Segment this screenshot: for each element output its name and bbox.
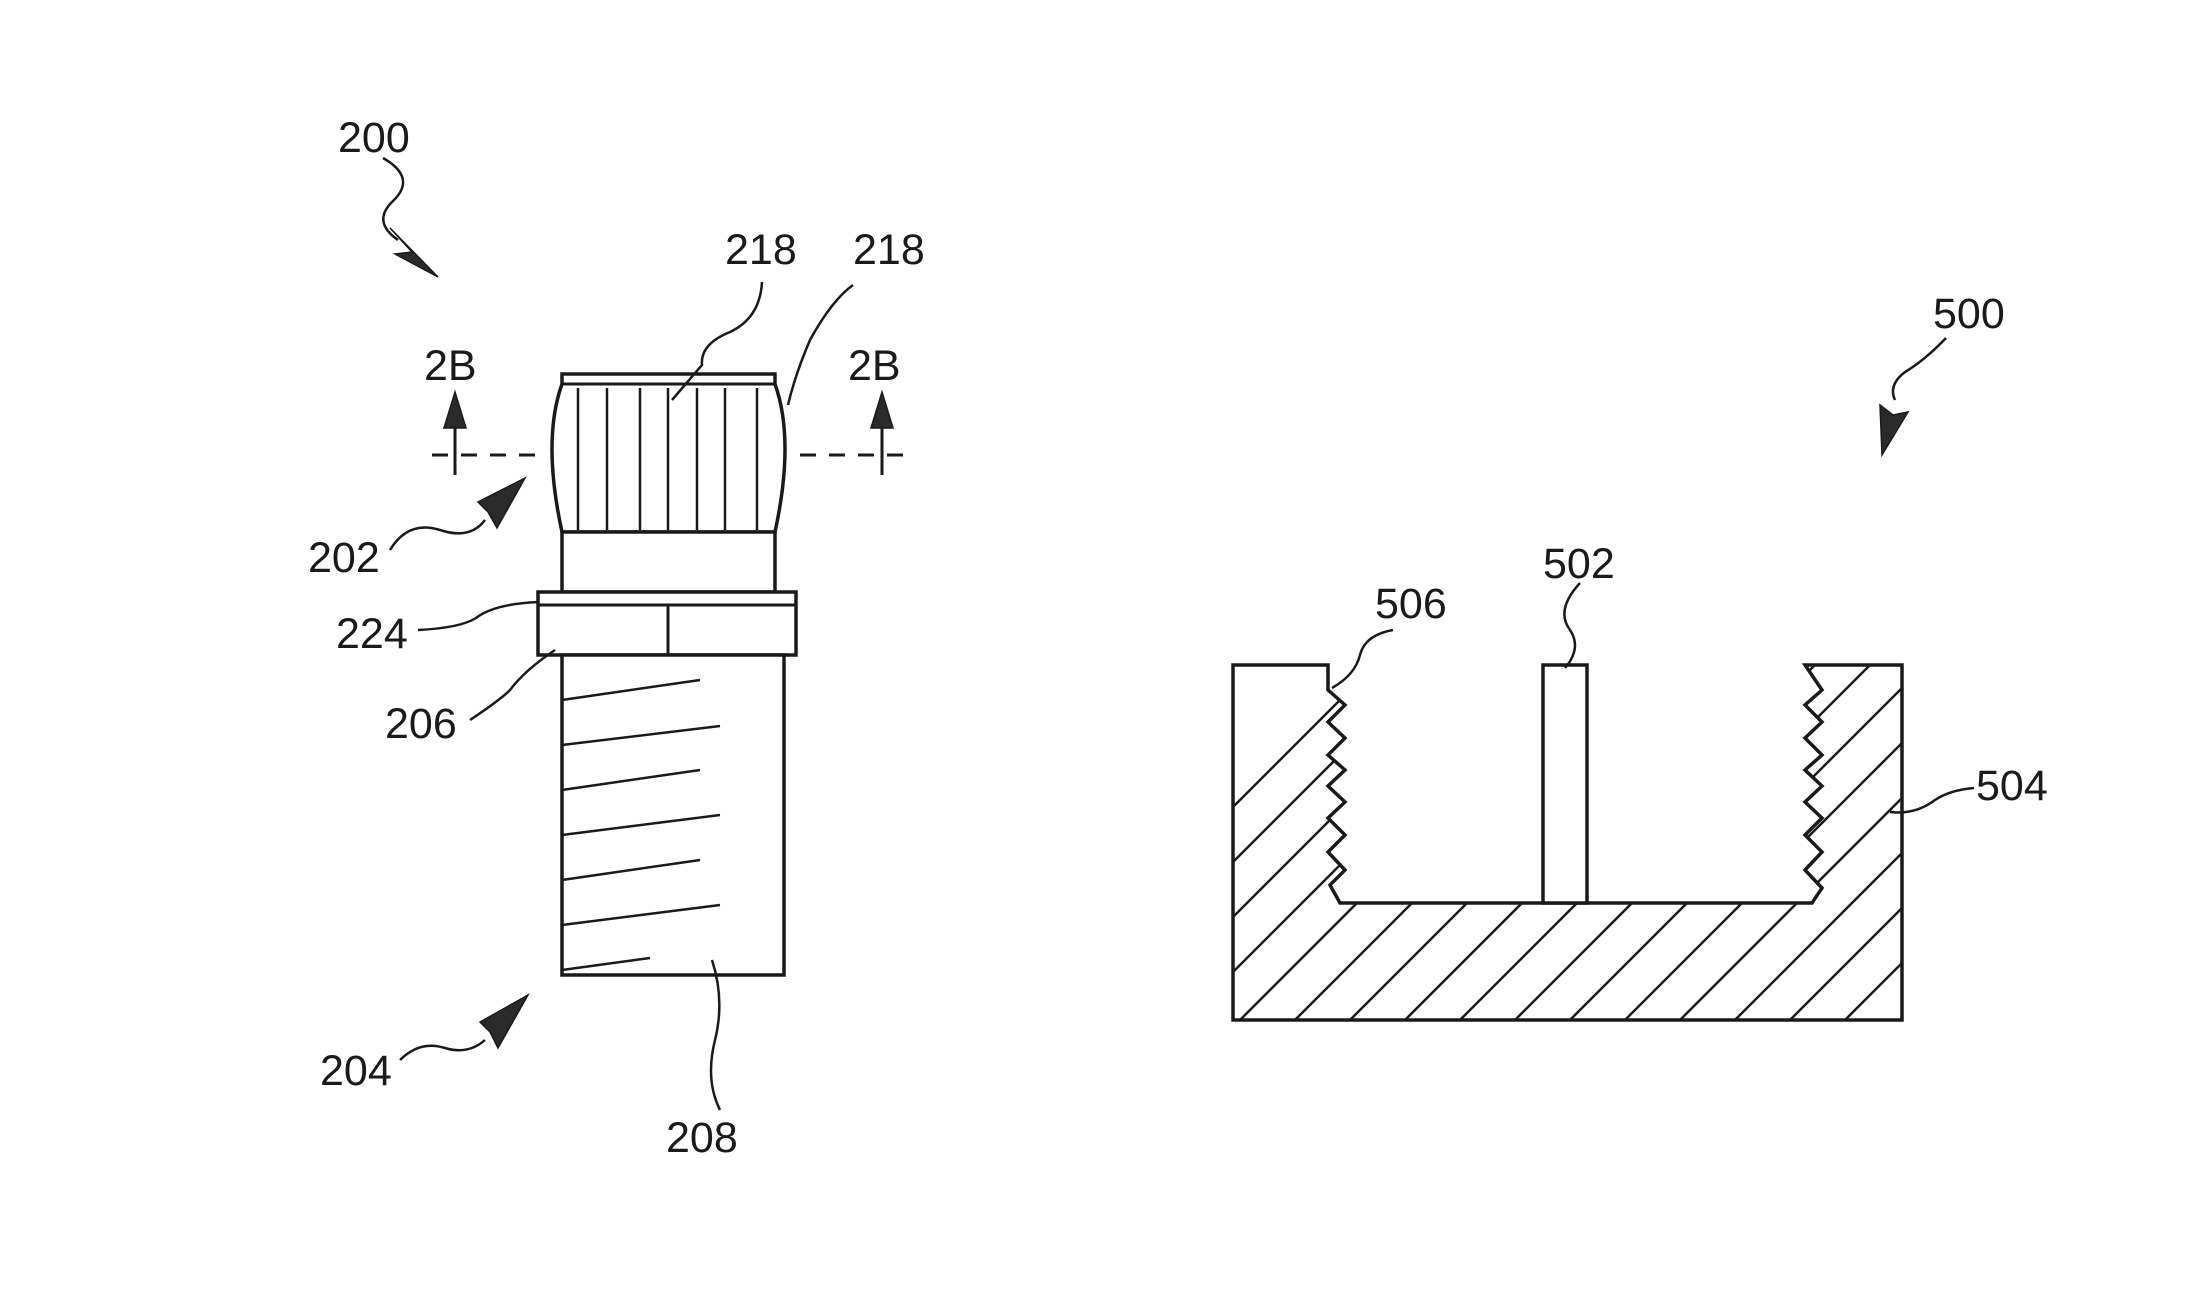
- arrow-204: [480, 995, 528, 1048]
- leader-204: [400, 1040, 485, 1060]
- ref-208: 208: [666, 1114, 738, 1162]
- section-label-2b-left: 2B: [424, 342, 477, 390]
- hatch-line: [1550, 620, 1970, 1040]
- ref-206: 206: [385, 700, 457, 748]
- flange: [538, 592, 796, 655]
- hatch-line: [1880, 620, 2203, 1040]
- arrow-500: [1880, 405, 1908, 455]
- hatch-line: [2155, 620, 2203, 1040]
- leader-202: [390, 520, 485, 550]
- housing-hatching: [1000, 620, 2203, 1040]
- hatch-line: [1110, 620, 1530, 1040]
- arrow-200: [390, 228, 438, 277]
- housing-assembly-500: 500 502 506 504: [1000, 290, 2203, 1040]
- ref-504: 504: [1976, 762, 2048, 810]
- ref-202: 202: [308, 534, 380, 582]
- ref-506: 506: [1375, 580, 1447, 628]
- ref-218-outer: 218: [853, 226, 925, 274]
- hatch-line: [1605, 620, 2025, 1040]
- hatch-line: [1440, 620, 1860, 1040]
- leader-206: [470, 650, 555, 720]
- housing-cross-section: [1000, 620, 2203, 1040]
- leader-208: [711, 960, 720, 1110]
- hatch-line: [2045, 620, 2203, 1040]
- section-arrow-right: [871, 392, 893, 428]
- leader-224: [418, 602, 538, 630]
- leader-200: [383, 158, 403, 240]
- leader-502: [1564, 583, 1580, 668]
- leader-506: [1332, 630, 1393, 688]
- leader-218-outer: [788, 285, 853, 405]
- fastener-assembly-200: 200 218 218 2B 2B 202 224 206 204 208: [308, 114, 925, 1162]
- leader-500: [1893, 338, 1946, 400]
- hatch-line: [1660, 620, 2080, 1040]
- hatch-line: [1000, 620, 1420, 1040]
- fluted-cap: [552, 374, 785, 592]
- hatch-line: [1055, 620, 1475, 1040]
- ref-502: 502: [1543, 540, 1615, 588]
- ref-224: 224: [336, 610, 408, 658]
- hatch-line: [1385, 620, 1805, 1040]
- ref-218-inner: 218: [725, 226, 797, 274]
- hatch-line: [1825, 620, 2203, 1040]
- ref-204: 204: [320, 1047, 392, 1095]
- hatch-line: [1165, 620, 1585, 1040]
- threaded-shank: [562, 655, 784, 975]
- hatch-line: [1990, 620, 2203, 1040]
- hatch-line: [1715, 620, 2135, 1040]
- hatch-line: [1770, 620, 2190, 1040]
- ref-500: 500: [1933, 290, 2005, 338]
- center-post: [1543, 665, 1587, 903]
- section-label-2b-right: 2B: [848, 342, 901, 390]
- section-arrow-left: [444, 392, 466, 428]
- hatch-line: [2100, 620, 2203, 1040]
- hatch-line: [1935, 620, 2203, 1040]
- hatch-line: [1330, 620, 1750, 1040]
- ref-200: 200: [338, 114, 410, 162]
